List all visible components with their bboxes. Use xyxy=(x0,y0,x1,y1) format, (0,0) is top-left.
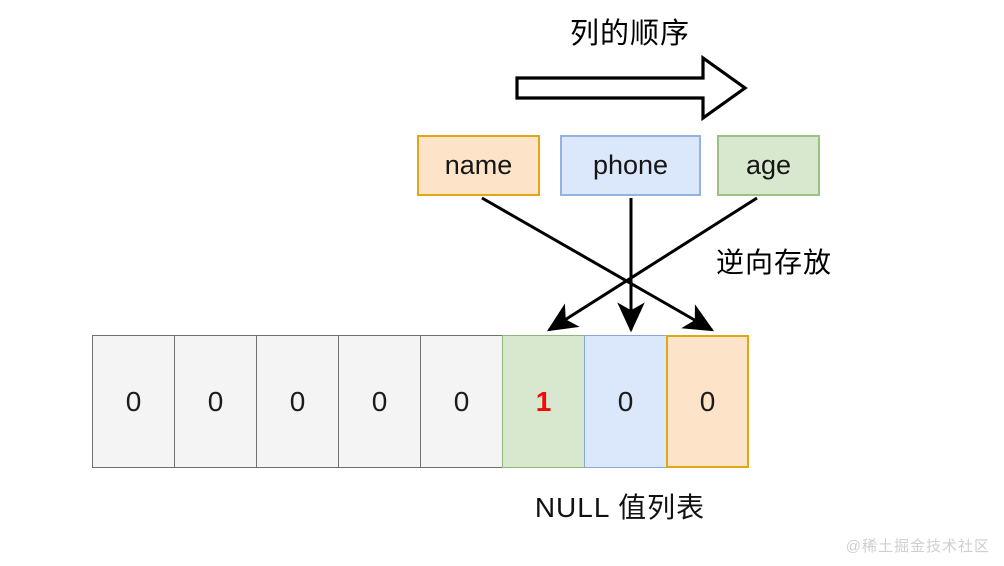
reverse-storage-label: 逆向存放 xyxy=(716,247,833,278)
bitmap-caption: NULL 值列表 xyxy=(534,492,706,523)
bitmap-cell-age[interactable]: 1 xyxy=(502,335,585,468)
bitmap-cell-value: 0 xyxy=(289,385,306,417)
column-box-name[interactable]: name xyxy=(417,135,540,196)
column-box-age[interactable]: age xyxy=(717,135,820,196)
bitmap-cell[interactable]: 0 xyxy=(420,335,503,468)
bitmap-cell-value: 0 xyxy=(371,385,388,417)
bitmap-cell[interactable]: 0 xyxy=(174,335,257,468)
column-order-arrow-icon xyxy=(515,54,748,122)
bitmap-cell[interactable]: 0 xyxy=(256,335,339,468)
bitmap-cell-value: 0 xyxy=(699,385,716,417)
column-label: name xyxy=(444,150,513,180)
watermark: @稀土掘金技术社区 xyxy=(845,538,990,555)
bitmap-cell-value: 1 xyxy=(535,385,552,417)
bitmap-cell[interactable]: 0 xyxy=(338,335,421,468)
bitmap-cell-value: 0 xyxy=(207,385,224,417)
bitmap-cell-name[interactable]: 0 xyxy=(666,335,749,468)
connector-age-to-green-cell xyxy=(546,196,758,332)
bitmap-cell-value: 0 xyxy=(453,385,470,417)
bitmap-cell-phone[interactable]: 0 xyxy=(584,335,667,468)
bitmap-cell-value: 0 xyxy=(125,385,142,417)
column-label: phone xyxy=(592,150,669,180)
column-label: age xyxy=(745,150,792,180)
null-bitmap-row: 0 0 0 0 0 1 0 0 xyxy=(92,335,749,468)
bitmap-cell-value: 0 xyxy=(617,385,634,417)
bitmap-cell[interactable]: 0 xyxy=(92,335,175,468)
connector-name-to-orange-cell xyxy=(481,196,715,332)
page-title: 列的顺序 xyxy=(569,18,690,50)
column-box-phone[interactable]: phone xyxy=(560,135,701,196)
